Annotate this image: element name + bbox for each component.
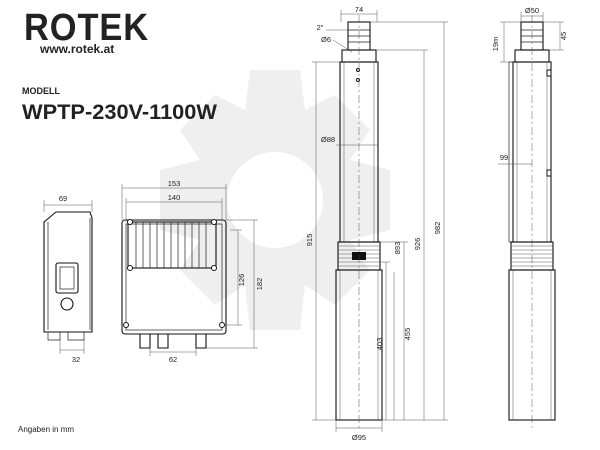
- dimension-label: 74: [355, 5, 363, 14]
- watermark-gear-icon: [160, 70, 390, 330]
- pump-front-view: 74 2" Ø6 Ø88 915 893 926 982 403 455 Ø95: [305, 5, 448, 442]
- control-box-front-view: 153 140 126 182 62: [121, 179, 264, 364]
- dimension-label: Ø50: [525, 6, 539, 15]
- model-label: MODELL: [22, 86, 60, 96]
- dimension-label: 455: [403, 328, 412, 341]
- dimension-label: 99: [500, 153, 508, 162]
- control-box-side-view: 69 32: [43, 194, 93, 364]
- dimension-label: 69: [59, 194, 67, 203]
- dimension-label: Ø88: [321, 135, 335, 144]
- dimension-label: 45: [559, 32, 568, 40]
- dimension-label: 126: [237, 274, 246, 287]
- dimension-label: 893: [393, 242, 402, 255]
- logo-text: ROTEK: [24, 7, 149, 49]
- pump-side-view: Ø50 19m 45 99: [491, 6, 568, 428]
- dimension-label: 32: [72, 355, 80, 364]
- dimension-label: 982: [433, 222, 442, 235]
- dimension-label: 62: [169, 355, 177, 364]
- website-text: www.rotek.at: [39, 42, 114, 56]
- units-note: Angaben in mm: [18, 425, 74, 434]
- dimension-label: Ø6: [321, 35, 331, 44]
- dimension-label: Ø95: [352, 433, 366, 442]
- dimension-label: 182: [255, 278, 264, 291]
- model-name: WPTP-230V-1100W: [22, 101, 217, 124]
- brand-logo: ROTEK www.rotek.at: [24, 7, 149, 56]
- dimension-label: 153: [168, 179, 181, 188]
- dimension-label: 19m: [491, 37, 500, 52]
- dimension-label: 2": [317, 23, 324, 32]
- dimension-label: 926: [413, 238, 422, 251]
- dimension-label: 403: [375, 338, 384, 351]
- dimension-label: 140: [168, 193, 181, 202]
- dimension-label: 915: [305, 234, 314, 247]
